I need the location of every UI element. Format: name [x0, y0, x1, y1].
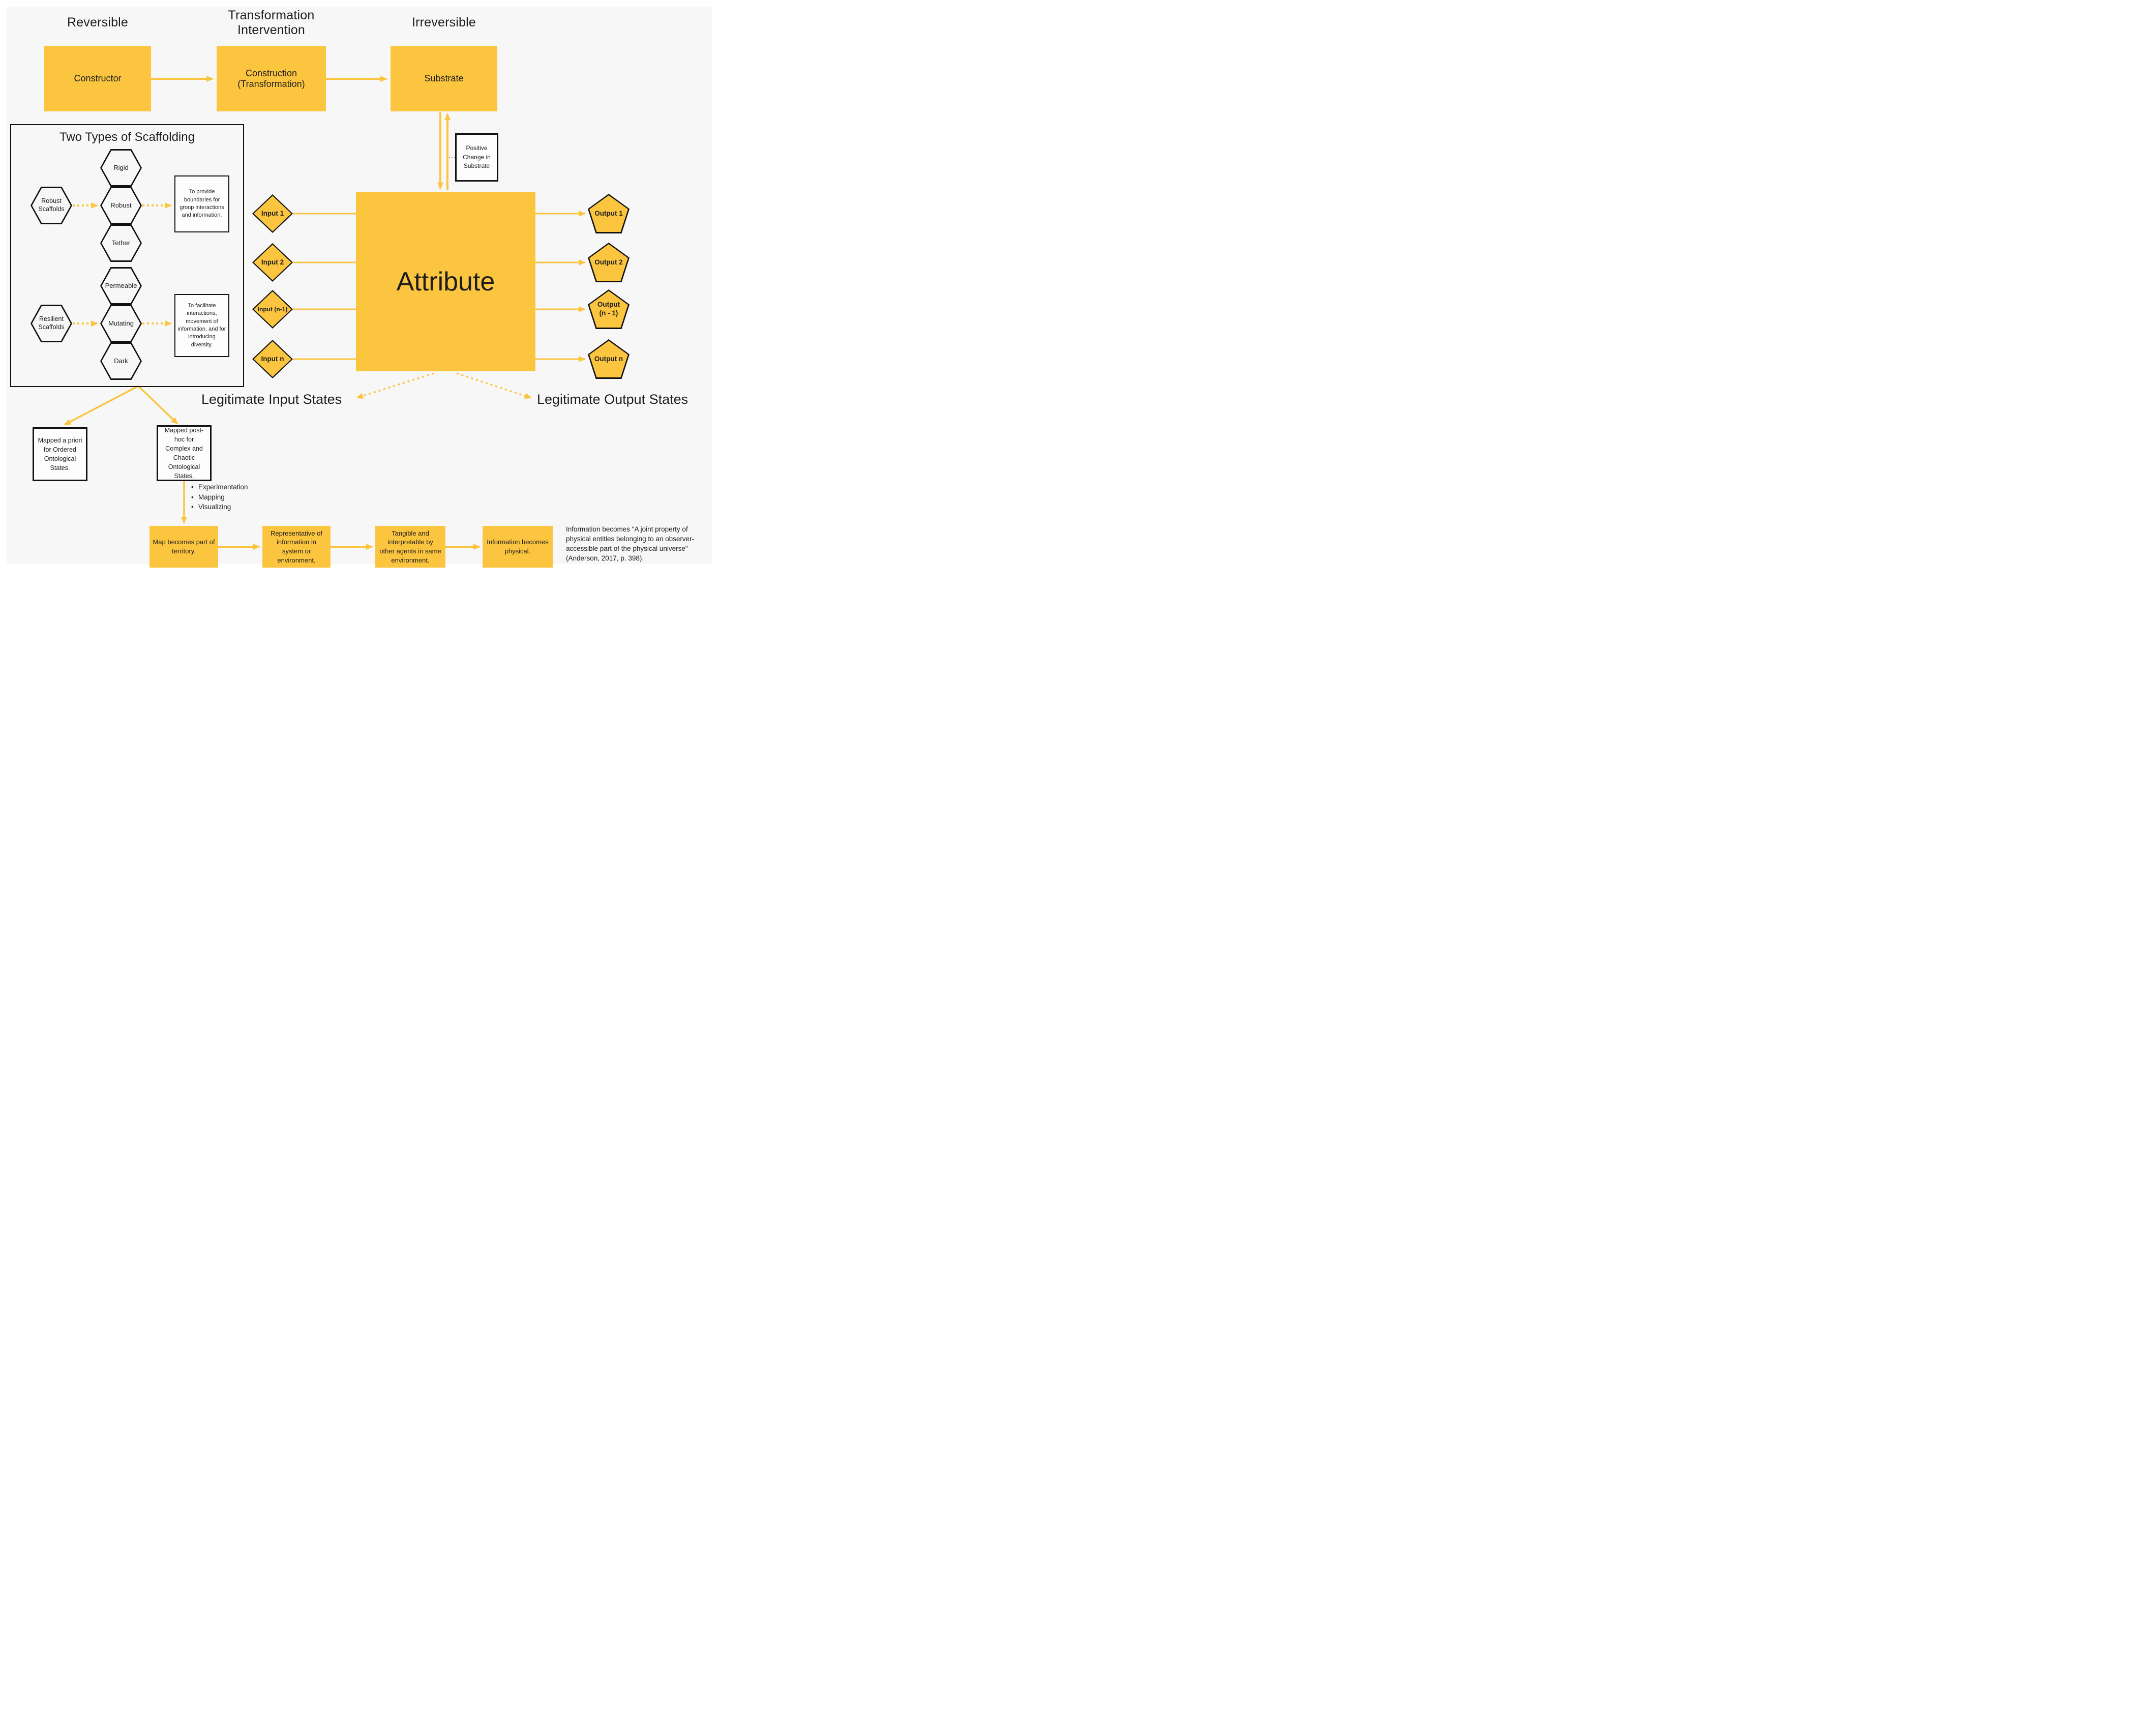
input-n-label: Input n: [261, 355, 284, 363]
constructor-box: Constructor: [44, 46, 151, 111]
connector-layer: [64, 76, 586, 550]
method-bullet-list: Experimentation Mapping Visualizing: [190, 482, 248, 512]
output-n-label: Output n: [594, 355, 623, 363]
substrate-box: Substrate: [391, 46, 497, 111]
legitimate-input-states-label: Legitimate Input States: [201, 392, 342, 407]
diagram-canvas: Reversible Transformation Intervention I…: [0, 0, 719, 571]
hexagon-permeable-label: Permeable: [105, 281, 137, 289]
input-2-label: Input 2: [261, 258, 284, 266]
arrow-scaffold-to-a-priori: [64, 385, 139, 426]
map-territory-box: Map becomes part of territory.: [149, 526, 218, 568]
output-n1-label: Output (n - 1): [597, 301, 620, 317]
hexagon-robust-label: Robust: [110, 201, 132, 209]
representative-box: Representative of information in system …: [262, 526, 331, 568]
bullet-experimentation: Experimentation: [190, 482, 248, 492]
hexagon-robust-scaffolds-fill: [32, 188, 71, 223]
resilient-purpose-box: To facilitate interactions, movement of …: [174, 294, 229, 357]
output-1-label: Output 1: [594, 209, 623, 217]
legitimate-output-states-label: Legitimate Output States: [537, 392, 688, 407]
hexagon-robust-scaffolds: Robust Scaffolds: [31, 187, 72, 224]
hexagon-resilient-scaffolds-label: Resilient Scaffolds: [38, 315, 65, 331]
hexagon-mutating-label: Mutating: [108, 319, 134, 327]
scaffolding-container: [10, 124, 244, 387]
hexagon-tether-label: Tether: [111, 239, 131, 247]
hexagon-robust-scaffolds-label: Robust Scaffolds: [38, 197, 65, 213]
input-n1-label: Input (n-1): [257, 305, 288, 313]
construction-box: Construction (Transformation): [217, 46, 326, 111]
information-physical-box: Information becomes physical.: [483, 526, 553, 568]
mapped-a-priori-box: Mapped a priori for Ordered Ontological …: [33, 427, 87, 481]
positive-change-box: Positive Change in Substrate: [455, 133, 498, 182]
output-2-label: Output 2: [594, 258, 623, 266]
anderson-quote: Information becomes "A joint property of…: [566, 525, 695, 562]
dotted-arrow-legitimate-output: [456, 372, 532, 399]
heading-irreversible: Irreversible: [411, 15, 476, 29]
arrow-scaffold-to-post-hoc: [137, 385, 178, 425]
heading-reversible: Reversible: [67, 15, 129, 29]
tangible-box: Tangible and interpretable by other agen…: [375, 526, 445, 568]
robust-purpose-box: To provide boundaries for group interact…: [174, 175, 229, 232]
input-1-label: Input 1: [261, 209, 284, 217]
bullet-mapping: Mapping: [190, 492, 248, 503]
hexagon-dark-label: Dark: [114, 357, 128, 365]
attribute-box: Attribute: [356, 192, 535, 371]
bullet-visualizing: Visualizing: [190, 502, 248, 512]
mapped-post-hoc-box: Mapped post- hoc for Complex and Chaotic…: [157, 425, 212, 481]
heading-transformation-intervention: Transformation Intervention: [228, 8, 315, 37]
hexagon-rigid-label: Rigid: [113, 163, 129, 171]
hexagon-robust: Robust: [100, 187, 142, 224]
dotted-arrow-legitimate-input: [356, 372, 434, 399]
scaffolding-title: Two Types of Scaffolding: [59, 130, 195, 144]
